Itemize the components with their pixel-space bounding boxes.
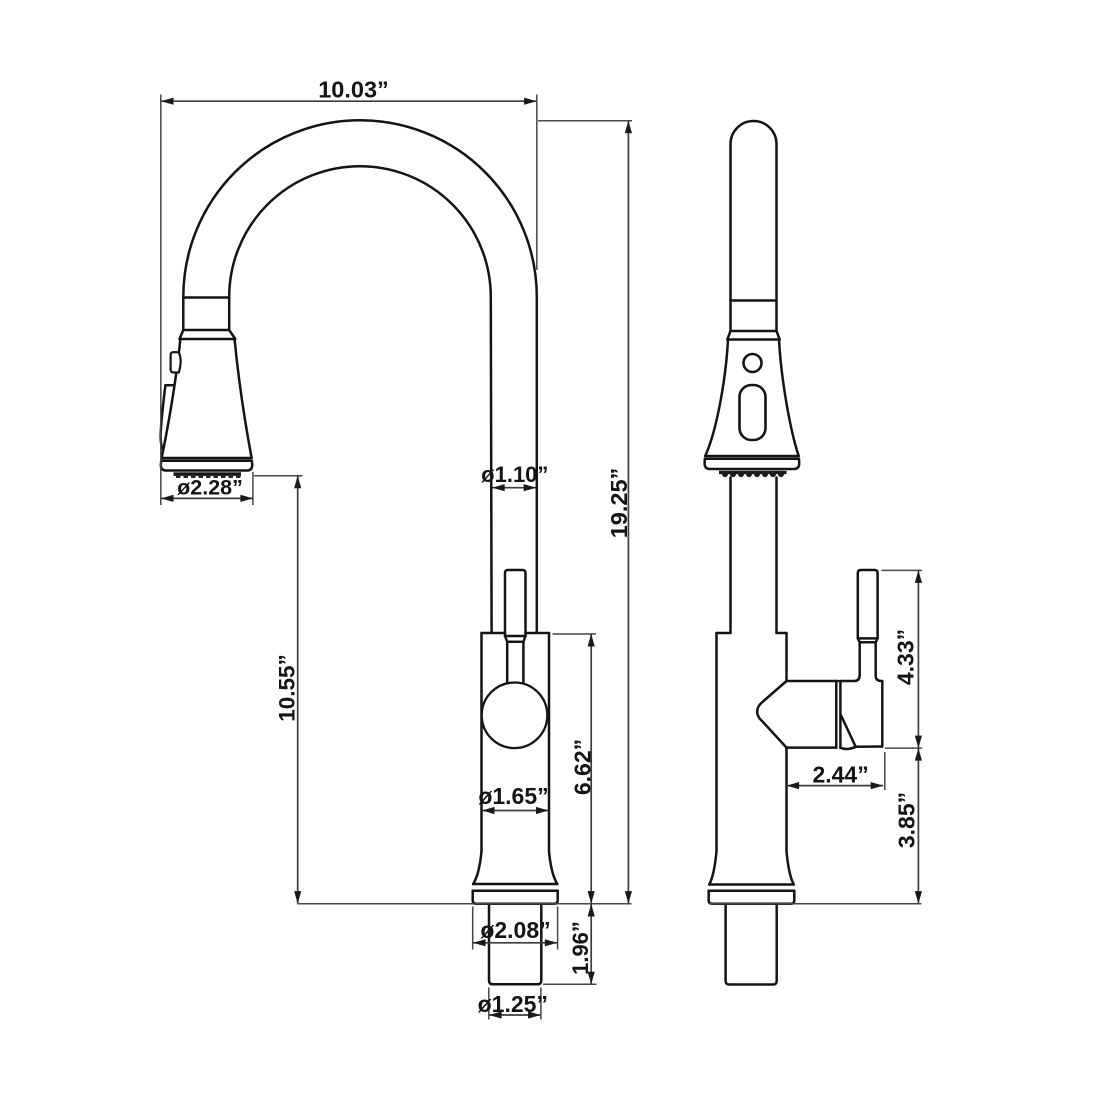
svg-text:4.33”: 4.33”: [893, 629, 919, 685]
svg-text:ø1.25”: ø1.25”: [478, 991, 548, 1017]
svg-text:3.85”: 3.85”: [894, 792, 920, 848]
svg-text:1.96”: 1.96”: [568, 921, 593, 975]
svg-text:6.62”: 6.62”: [570, 739, 596, 795]
svg-text:ø2.08”: ø2.08”: [480, 917, 550, 943]
svg-text:19.25”: 19.25”: [606, 468, 632, 539]
svg-text:10.03”: 10.03”: [318, 76, 389, 102]
svg-text:ø1.65”: ø1.65”: [478, 783, 548, 809]
svg-text:ø1.10”: ø1.10”: [481, 462, 548, 487]
svg-text:10.55”: 10.55”: [275, 654, 300, 722]
svg-text:2.44”: 2.44”: [812, 761, 868, 787]
svg-text:ø2.28”: ø2.28”: [177, 475, 243, 499]
